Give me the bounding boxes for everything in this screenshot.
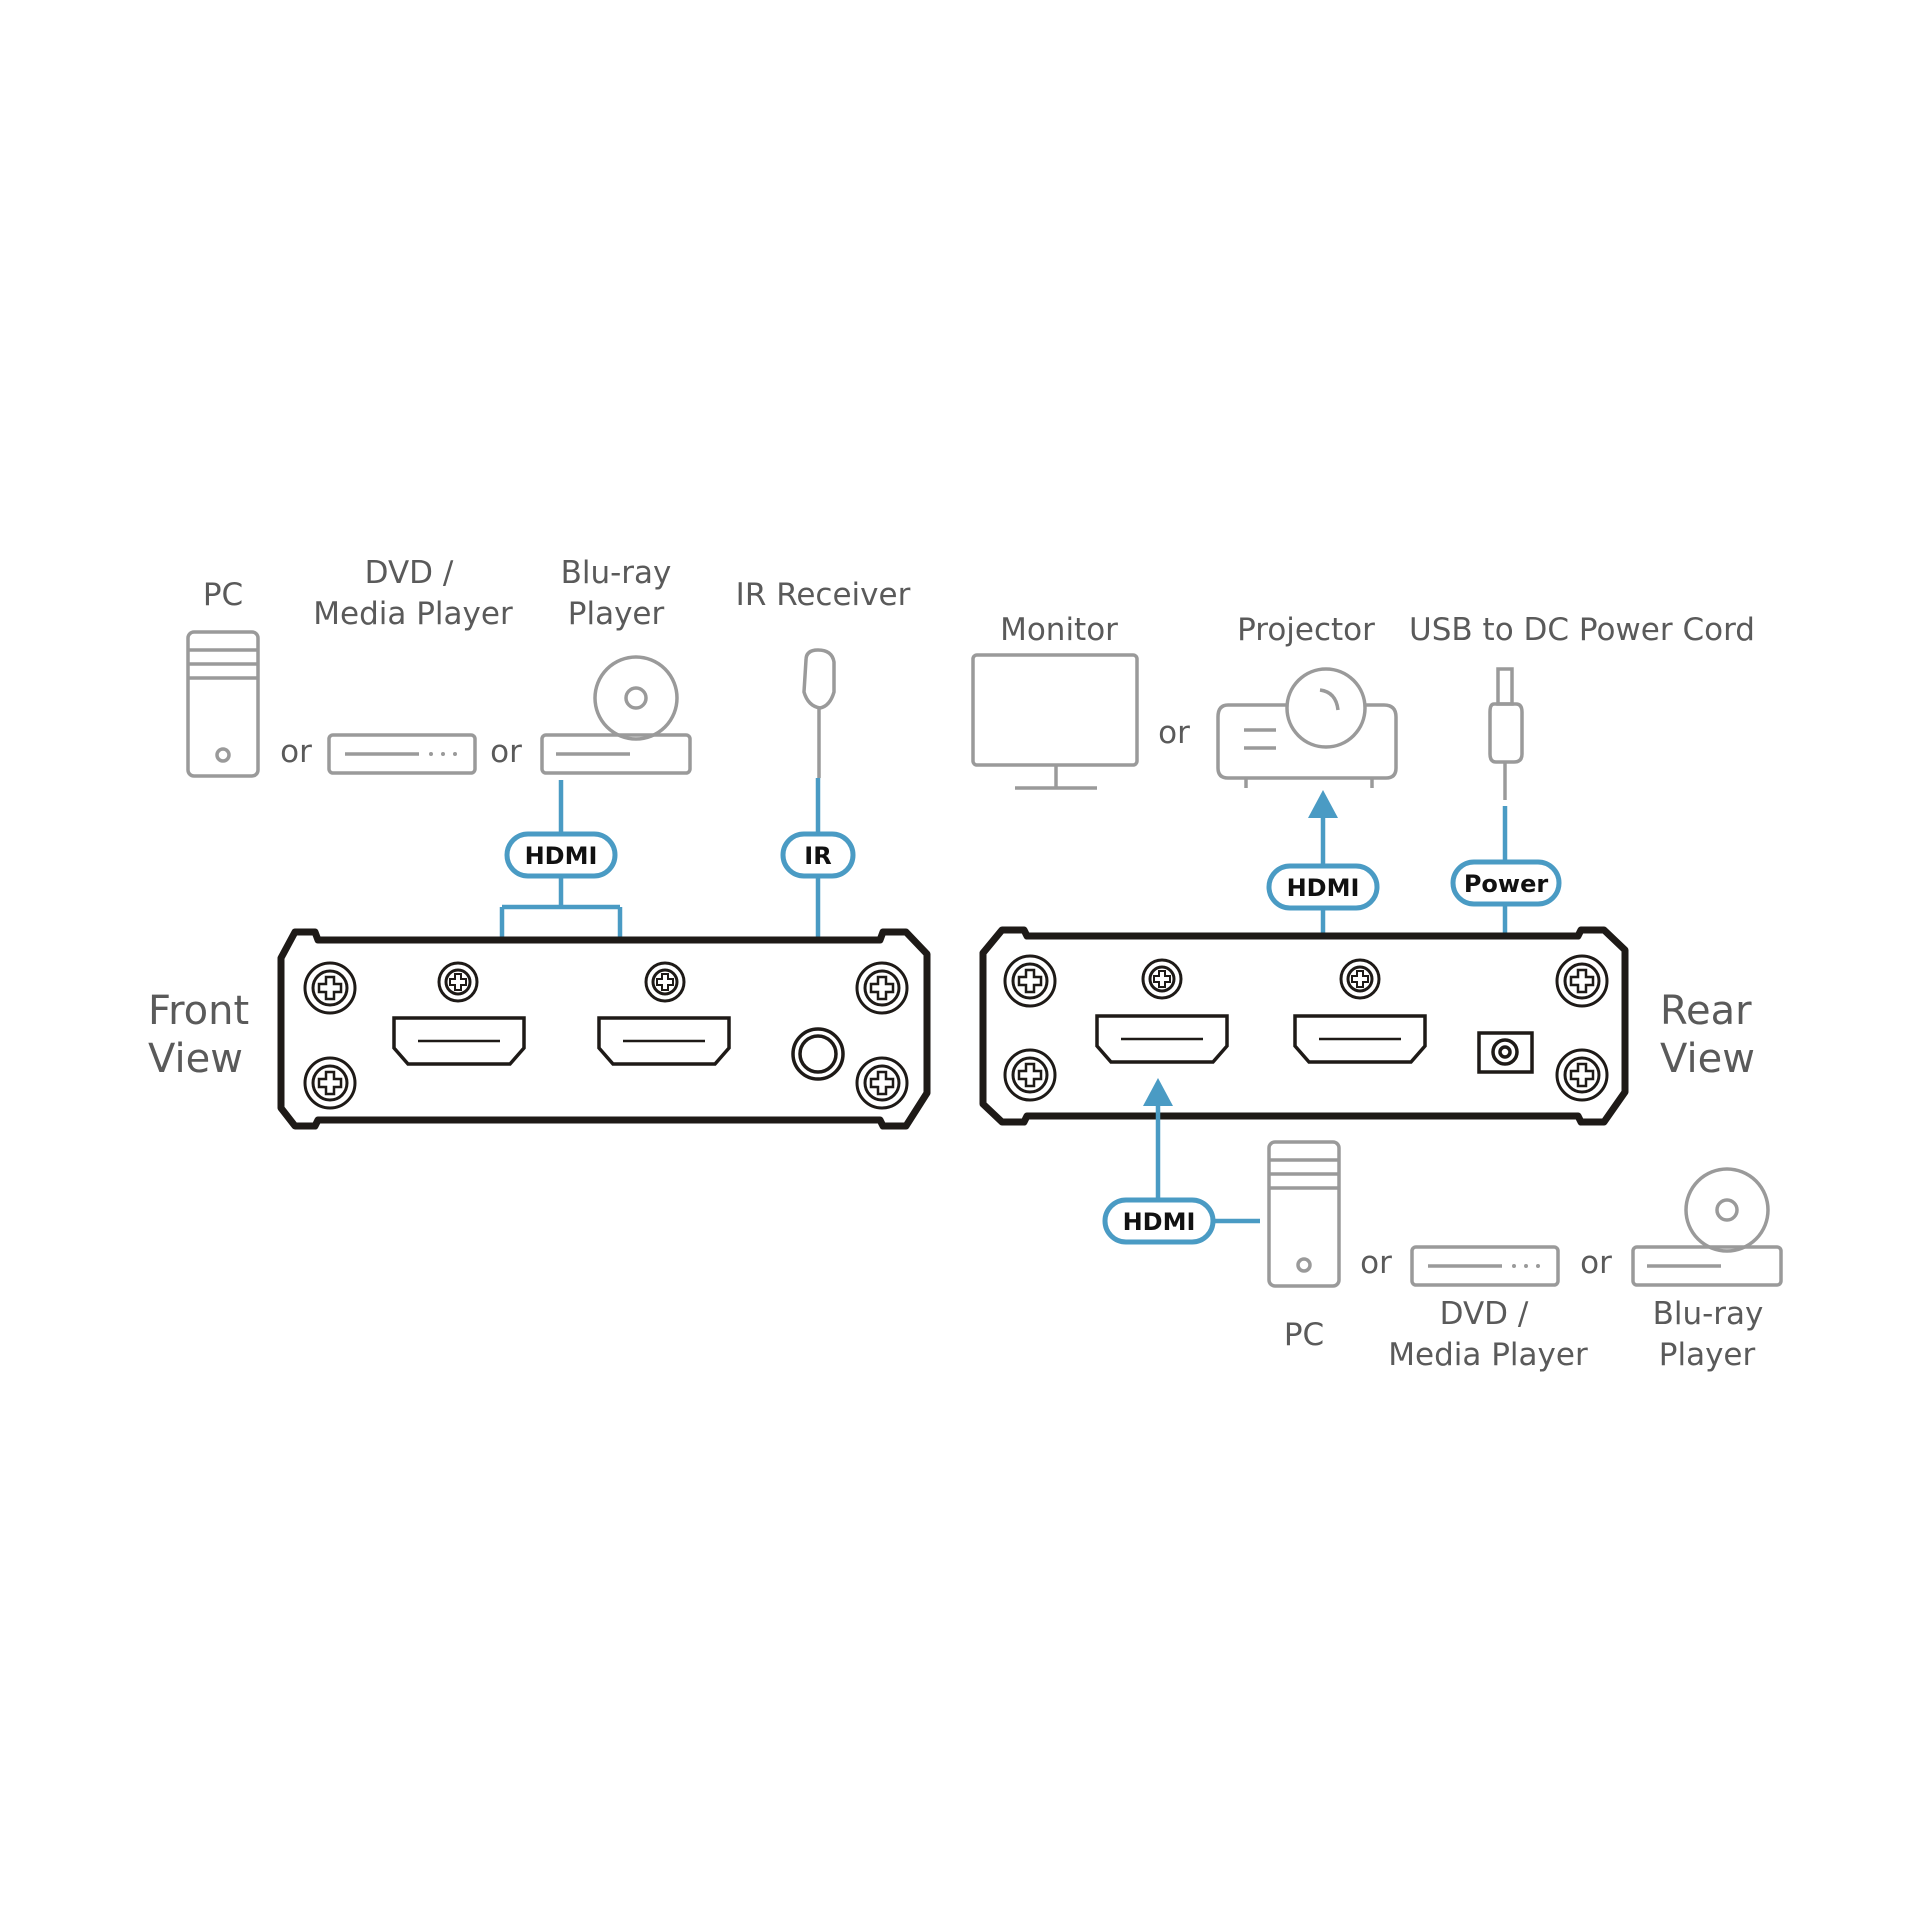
rear-screw-hdmi-2 xyxy=(1339,958,1381,1000)
projector-label: Projector xyxy=(1237,612,1375,648)
rear-pc-icon xyxy=(1267,1140,1341,1288)
front-screw-hdmi-2 xyxy=(644,961,686,1003)
front-pc-label: PC xyxy=(203,577,243,613)
rear-sources: PC or DVD / Media Player or Blu-ray Play… xyxy=(1267,1140,1783,1373)
front-bluray-label-line1: Blu-ray xyxy=(561,555,672,591)
front-view-label-line2: View xyxy=(148,1036,243,1082)
front-hdmi-port-1 xyxy=(392,1016,526,1066)
power-cord-icon xyxy=(1488,667,1524,800)
rear-dvd-label-line1: DVD / xyxy=(1440,1296,1529,1332)
rear-hdmi-in-tag xyxy=(1102,1197,1216,1245)
rear-screw-top-left xyxy=(1003,954,1057,1008)
ir-receiver: IR Receiver xyxy=(736,577,911,778)
rear-screw-hdmi-1 xyxy=(1141,958,1183,1000)
rear-hdmi-out-port xyxy=(1293,1014,1427,1064)
rear-bottom-cables: HDMI xyxy=(1102,1078,1260,1245)
front-screw-top-right xyxy=(855,961,909,1015)
rear-power-tag-text: Power xyxy=(1464,870,1549,898)
rear-screw-bottom-left xyxy=(1003,1048,1057,1102)
front-screw-top-left xyxy=(303,961,357,1015)
front-view-label-line1: Front xyxy=(148,988,249,1034)
rear-panel xyxy=(979,926,1629,1126)
front-sources: PC or DVD / Media Player or Blu-ray Play… xyxy=(186,555,692,778)
rear-screw-bottom-right xyxy=(1555,1048,1609,1102)
rear-or-2: or xyxy=(1580,1245,1612,1281)
rear-dvd-label-line2: Media Player xyxy=(1388,1337,1588,1373)
front-panel xyxy=(277,928,931,1130)
front-dvd-label-line2: Media Player xyxy=(313,596,513,632)
ir-receiver-icon xyxy=(802,648,836,710)
front-hdmi-tag-text: HDMI xyxy=(525,842,598,870)
rear-view-label-line2: View xyxy=(1660,1036,1755,1082)
rear-hdmi-in-tag-text: HDMI xyxy=(1123,1208,1196,1236)
front-ir-tag xyxy=(780,831,856,879)
front-screw-bottom-right xyxy=(855,1056,909,1110)
monitor-label: Monitor xyxy=(1000,612,1118,648)
front-hdmi-tag xyxy=(504,831,618,879)
front-pc-icon xyxy=(186,630,260,778)
rear-power-tag xyxy=(1450,859,1562,907)
rear-hdmi-in-arrow xyxy=(1143,1078,1173,1106)
monitor-icon xyxy=(971,653,1139,790)
front-dvd-player-icon xyxy=(327,733,477,775)
rear-hdmi-out-tag-text: HDMI xyxy=(1287,874,1360,902)
ir-receiver-label: IR Receiver xyxy=(736,577,911,613)
front-ir-tag-text: IR xyxy=(804,842,831,870)
front-screw-bottom-left xyxy=(303,1056,357,1110)
rear-pc-label: PC xyxy=(1284,1317,1324,1353)
output-or: or xyxy=(1158,715,1190,751)
power-cord-label: USB to DC Power Cord xyxy=(1409,612,1755,648)
front-or-1: or xyxy=(280,734,312,770)
rear-bluray-label-line2: Player xyxy=(1659,1337,1756,1373)
front-dvd-label-line1: DVD / xyxy=(365,555,454,591)
front-or-2: or xyxy=(490,734,522,770)
front-bluray-player-icon xyxy=(540,655,692,775)
rear-bluray-label-line1: Blu-ray xyxy=(1653,1296,1764,1332)
front-screw-hdmi-1 xyxy=(437,961,479,1003)
rear-or-1: or xyxy=(1360,1245,1392,1281)
projector-icon xyxy=(1216,667,1398,788)
rear-screw-top-right xyxy=(1555,954,1609,1008)
rear-hdmi-out-arrow xyxy=(1308,790,1338,818)
front-bluray-label-line2: Player xyxy=(568,596,665,632)
rear-view-label-line1: Rear xyxy=(1660,988,1752,1034)
front-hdmi-port-2 xyxy=(597,1016,731,1066)
rear-hdmi-in-port xyxy=(1095,1014,1229,1064)
rear-dvd-player-icon xyxy=(1410,1245,1560,1287)
output-devices: Monitor or Projector USB to DC Power Cor… xyxy=(971,612,1755,800)
rear-dc-power-port xyxy=(1477,1031,1534,1074)
rear-hdmi-out-tag xyxy=(1266,863,1380,911)
rear-bluray-player-icon xyxy=(1631,1167,1783,1287)
